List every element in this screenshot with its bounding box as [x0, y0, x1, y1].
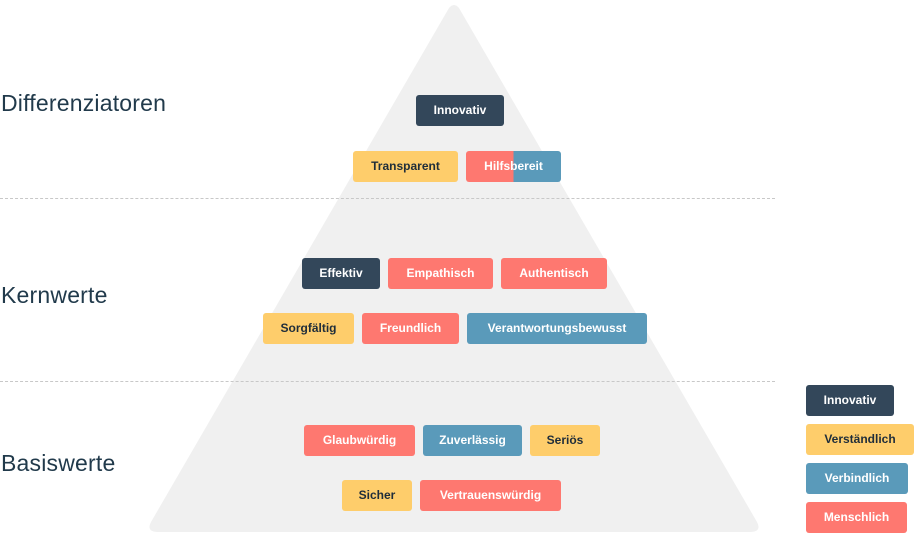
level-divider-1 — [0, 198, 775, 199]
level-divider-2 — [0, 381, 775, 382]
legend-item-verbindlich: Verbindlich — [806, 463, 908, 494]
value-tag-sicher: Sicher — [342, 480, 412, 511]
value-tag-verantwortungsbewusst: Verantwortungsbewusst — [467, 313, 647, 344]
legend-item-menschlich: Menschlich — [806, 502, 907, 533]
level-label-kernwerte: Kernwerte — [1, 282, 108, 308]
legend-item-innovativ: Innovativ — [806, 385, 894, 416]
legend-item-verstaendlich: Verständlich — [806, 424, 914, 455]
value-tag-transparent: Transparent — [353, 151, 458, 182]
value-tag-serioes: Seriös — [530, 425, 600, 456]
value-tag-glaubwuerdig: Glaubwürdig — [304, 425, 415, 456]
value-tag-vertrauenswuerdig: Vertrauenswürdig — [420, 480, 561, 511]
level-label-basiswerte: Basiswerte — [1, 450, 116, 476]
value-tag-authentisch: Authentisch — [501, 258, 607, 289]
value-tag-zuverlaessig: Zuverlässig — [423, 425, 522, 456]
value-tag-freundlich: Freundlich — [362, 313, 459, 344]
value-tag-empathisch: Empathisch — [388, 258, 493, 289]
value-tag-sorgfaeltig: Sorgfältig — [263, 313, 354, 344]
value-tag-innovativ: Innovativ — [416, 95, 504, 126]
value-tag-hilfsbereit: Hilfsbereit — [466, 151, 561, 182]
level-label-differenziatoren: Differenziatoren — [1, 90, 167, 116]
value-tag-effektiv: Effektiv — [302, 258, 380, 289]
